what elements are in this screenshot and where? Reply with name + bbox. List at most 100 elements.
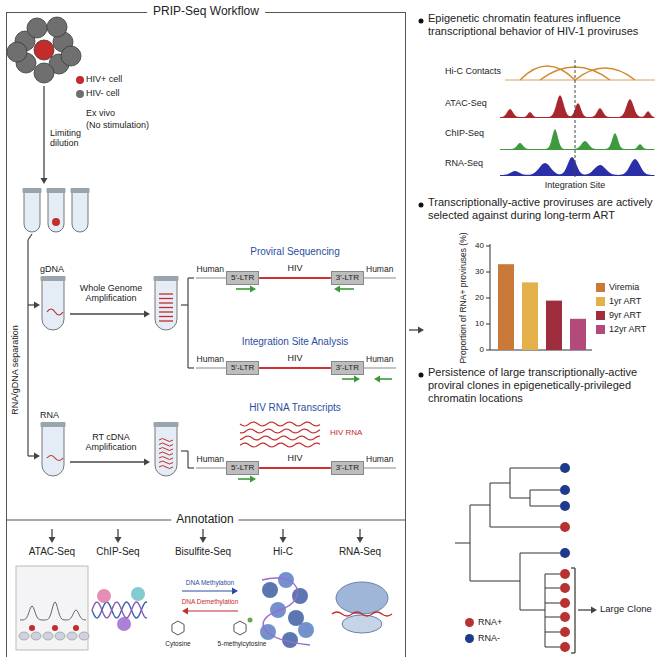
label: Integration Site Analysis — [242, 336, 349, 348]
hiv-provirus-line — [259, 467, 331, 469]
ribosome-small — [342, 615, 382, 633]
arrow-line — [182, 590, 232, 591]
hiv-provirus-line — [259, 367, 331, 369]
arrow-line — [236, 288, 250, 290]
tree-branch — [455, 543, 470, 544]
clone-bracket — [571, 567, 575, 568]
ltr-label: 3'-LTR — [336, 363, 359, 372]
tube-cap — [23, 188, 42, 193]
hiv-negative-cell — [7, 42, 27, 62]
label: Annotation — [171, 513, 238, 527]
tree-branch — [520, 553, 560, 554]
chromatin-blob — [262, 582, 278, 598]
transposase — [52, 625, 58, 631]
protein-blob — [97, 589, 111, 603]
bracket — [188, 467, 194, 468]
arrow-line — [359, 529, 360, 537]
arrow-head — [144, 311, 150, 318]
tree-tip — [560, 598, 570, 608]
label: Cytosine — [165, 640, 190, 647]
tree-branch — [490, 483, 510, 484]
tree-tip — [560, 627, 570, 637]
chromatin-blob — [298, 622, 314, 638]
label: Bisulfite-Seq — [175, 546, 231, 558]
arrow-head — [34, 302, 40, 309]
label: HIV- cell — [86, 88, 120, 98]
arrow-head — [591, 607, 597, 614]
arrow-line — [238, 478, 250, 480]
label: RNA/gDNA separation — [10, 325, 20, 415]
test-tube — [48, 192, 64, 232]
tree-branch — [470, 581, 520, 582]
tree-branch — [530, 490, 560, 491]
protein-blob — [117, 617, 131, 631]
arrow-line — [188, 610, 238, 611]
tick — [486, 272, 490, 273]
ltr-label: 5'-LTR — [231, 363, 254, 372]
bracket — [188, 367, 194, 368]
clone-bracket — [574, 568, 575, 653]
bullet-text: Persistence of large transcriptionally-a… — [428, 366, 660, 406]
bar — [498, 264, 514, 350]
label: ChIP-Seq — [96, 546, 139, 558]
bracket — [187, 278, 188, 368]
arrow-line — [282, 529, 283, 537]
amplified-cdna — [159, 452, 173, 455]
ltr-label: 5'-LTR — [231, 273, 254, 282]
amplified-cdna — [159, 466, 173, 469]
amplified-dna — [159, 320, 173, 321]
tree-tip — [560, 642, 570, 652]
y-axis — [490, 244, 491, 350]
label: Hi-C Contacts — [445, 66, 501, 76]
tree-tip — [560, 485, 570, 495]
label: DNA Methylation — [186, 579, 234, 586]
tree-tip — [560, 548, 570, 558]
legend-text: 12yr ART — [609, 324, 646, 334]
bracket — [181, 304, 188, 305]
arrow-head — [280, 537, 287, 543]
label: Integration Site — [545, 180, 606, 190]
label: Whole Genome Amplification — [74, 283, 148, 304]
bullet — [419, 203, 424, 208]
tree-branch — [520, 610, 545, 611]
clone-bracket — [571, 652, 575, 653]
mrna — [332, 612, 392, 616]
nucleosome — [67, 632, 77, 640]
bullet-text: Transcriptionally-active proviruses are … — [428, 196, 660, 222]
label: Limiting dilution — [50, 128, 110, 149]
hic-arc — [540, 67, 610, 80]
bullet — [419, 19, 424, 24]
tick — [486, 324, 490, 325]
label: DNA Demethylation — [182, 598, 239, 605]
label: Human — [366, 265, 393, 275]
nucleosome — [79, 632, 89, 640]
label: Large Clone — [600, 604, 652, 615]
arrow-head — [374, 376, 380, 383]
arrow-head — [49, 537, 56, 543]
label: ATAC-Seq — [29, 546, 75, 558]
test-tube — [24, 192, 40, 232]
nucleosome — [31, 632, 41, 640]
legend-text: 1yr ART — [609, 296, 641, 306]
arrow-line — [28, 455, 34, 456]
legend-dot — [76, 90, 84, 98]
cell-in-tube — [52, 218, 60, 226]
bar — [522, 282, 538, 350]
rna-transcript — [240, 443, 320, 447]
arrow-line — [70, 313, 144, 314]
label: ATAC-Seq — [445, 98, 487, 108]
workflow-panel: PRIP-Seq Workflow5'-LTR3'-LTR5'-LTR3'-LT… — [6, 12, 406, 657]
arrow-line — [409, 329, 418, 330]
test-tube — [155, 426, 177, 476]
hiv-negative-cell — [47, 17, 67, 37]
bar — [546, 301, 562, 350]
branch-line — [28, 234, 32, 240]
label: Human — [197, 355, 224, 365]
label: 30 — [475, 267, 484, 276]
legend-swatch — [465, 634, 474, 643]
label: Proviral Sequencing — [250, 246, 340, 258]
hiv-provirus-line — [259, 277, 331, 279]
arrow-head — [357, 537, 364, 543]
hiv-negative-cell — [61, 46, 81, 66]
legend-swatch — [596, 297, 605, 306]
